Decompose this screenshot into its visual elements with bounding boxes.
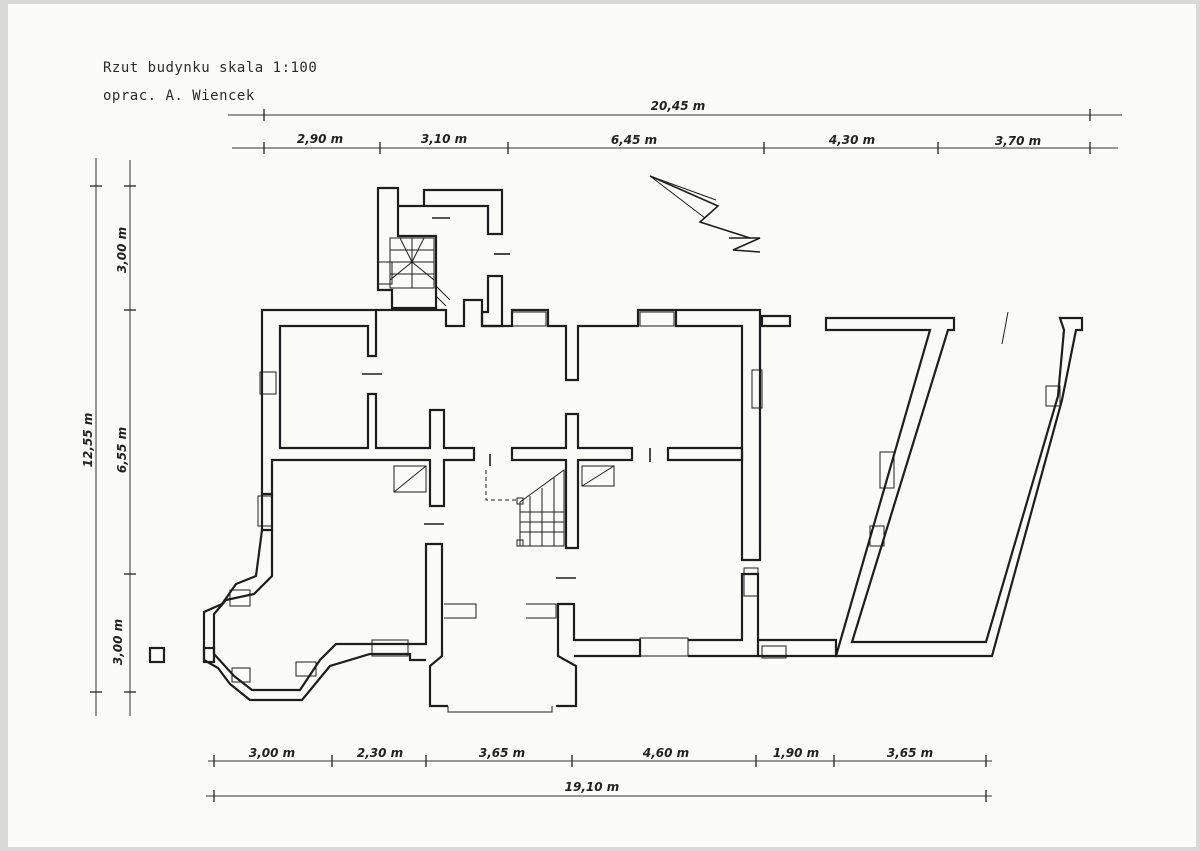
drawing-sheet: Rzut budynku skala 1:100 oprac. A. Wienc… [8,4,1196,847]
bottom-total-dimension: 19,10 m [206,780,992,802]
top-dimension-chain: 2,90 m 3,10 m 6,45 m 4,30 m 3,70 m [232,132,1118,154]
left-dimension-chain: 3,00 m 6,55 m 3,00 m [111,160,136,716]
top-total-dimension: 20,45 m [228,99,1122,121]
dim-bottom-6: 3,65 m [887,746,933,760]
dim-left-inner: 6,55 m [115,427,129,473]
dim-top-3: 6,45 m [611,133,657,147]
door-marks [362,217,651,579]
slanted-annex-walls [760,311,1084,658]
left-total-dimension: 12,55 m [81,158,102,716]
bottom-dimension-chain: 3,00 m 2,30 m 3,65 m 4,60 m 1,90 m 3,65 … [208,746,992,767]
drawing-title: Rzut budynku skala 1:100 [103,60,318,76]
shafts [393,465,615,493]
dim-top-1: 2,90 m [297,132,343,146]
dim-bottom-2: 2,30 m [357,746,403,760]
dim-left-1: 3,00 m [115,227,129,273]
dim-left-2: 3,00 m [111,619,125,665]
floor-plan-drawing: 20,45 m 2,90 m 3,10 m 6,45 m 4,30 m 3,70… [81,99,1122,802]
dim-bottom-3: 3,65 m [479,746,525,760]
dim-top-4: 4,30 m [828,133,875,147]
north-staircase [389,237,451,307]
dim-top-total: 20,45 m [651,99,706,113]
dim-top-5: 3,70 m [995,134,1041,148]
dim-top-2: 3,10 m [421,132,467,146]
dim-bottom-total: 19,10 m [565,780,620,794]
windows [229,261,1061,683]
drawing-author: oprac. A. Wiencek [103,88,255,104]
dim-left-total: 12,55 m [81,413,95,468]
north-arrow-icon [649,175,761,253]
main-building-walls [202,186,838,713]
pillar [148,646,166,664]
central-staircase [485,469,565,547]
dim-bottom-1: 3,00 m [249,746,295,760]
dim-bottom-5: 1,90 m [773,746,819,760]
dim-bottom-4: 4,60 m [642,746,689,760]
wall-stub [202,646,216,664]
